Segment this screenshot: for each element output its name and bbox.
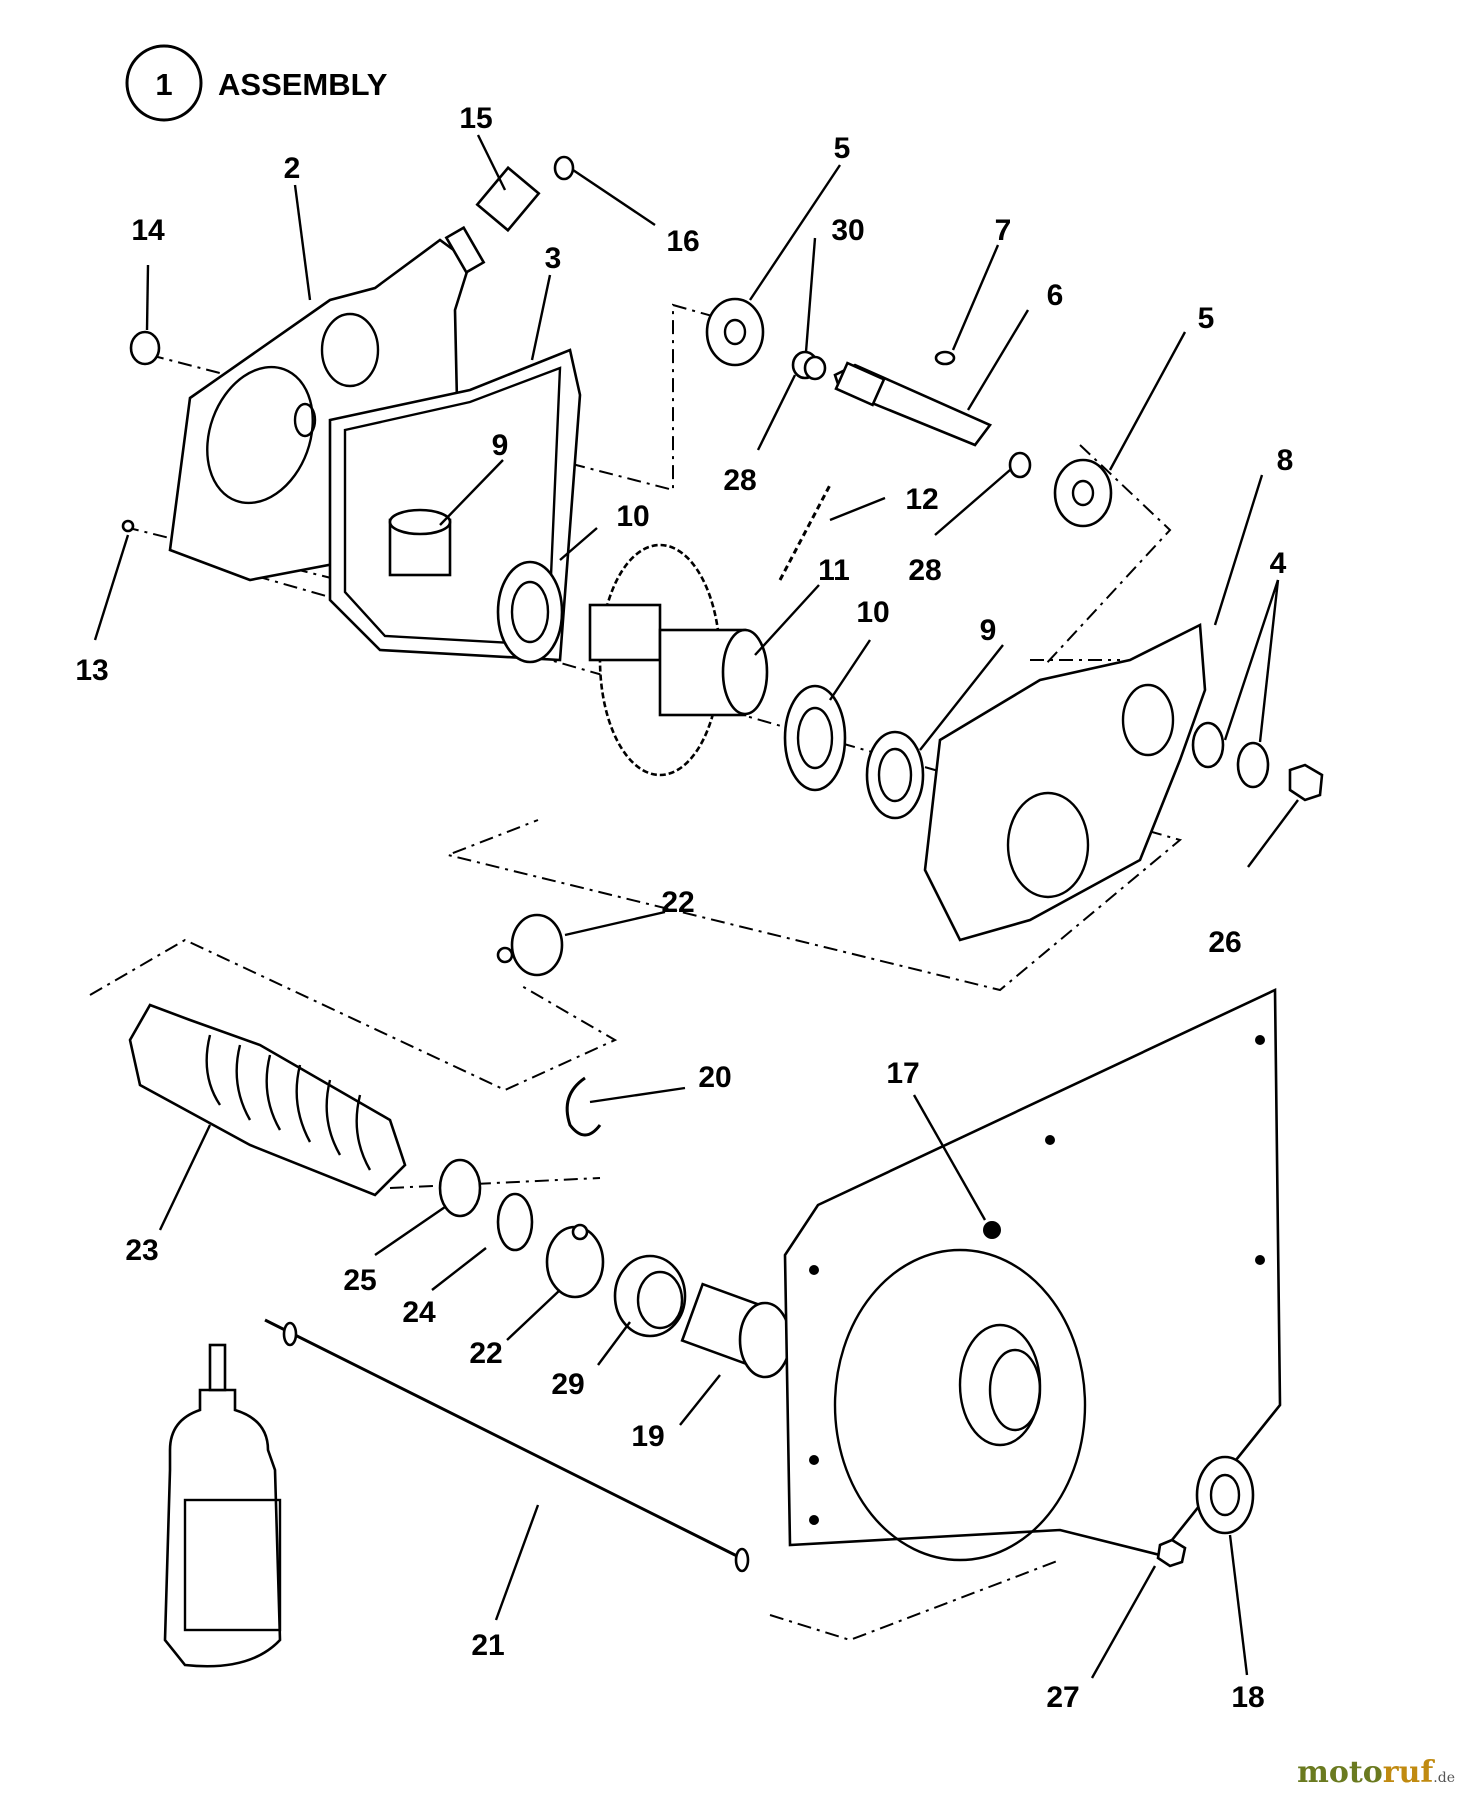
needle-bearing-right [865, 730, 925, 820]
callout-29: 29 [551, 1368, 584, 1401]
leader-lines [93, 134, 1299, 1679]
hose-clamp-lower [545, 1223, 605, 1299]
flat-washer-lower [496, 1192, 534, 1252]
ball-bearing-top [705, 297, 765, 367]
fill-hole-marker [983, 1221, 1001, 1239]
screw [121, 519, 135, 533]
keyed-washer [438, 1158, 482, 1218]
needle-bearing-left [388, 508, 452, 577]
callout-5-top: 5 [834, 132, 851, 165]
callout-12: 12 [905, 483, 938, 516]
callout-7: 7 [995, 214, 1012, 247]
callout-8: 8 [1277, 444, 1294, 477]
oil-seal-outer [1195, 1455, 1255, 1535]
callout-5-right: 5 [1198, 302, 1215, 335]
sprocket-gear [588, 543, 769, 777]
callout-9-right: 9 [980, 614, 997, 647]
ball-bearing-right [1053, 458, 1113, 528]
plug [129, 330, 161, 366]
callout-2: 2 [284, 152, 301, 185]
flat-washer-1 [1191, 721, 1225, 769]
assembly-header: 1 ASSEMBLY [125, 44, 388, 122]
callout-11: 11 [818, 554, 850, 587]
callout-19: 19 [631, 1420, 664, 1453]
hex-nut [1288, 763, 1324, 802]
callout-24: 24 [402, 1296, 436, 1329]
threaded-rod [264, 1318, 750, 1573]
gear-case-plate [783, 987, 1282, 1562]
assembly-number: 1 [155, 67, 172, 102]
callout-10-right: 10 [856, 596, 889, 629]
callout-labels: 2 3 4 5 5 6 7 8 9 9 10 10 11 12 13 14 15… [75, 102, 1293, 1714]
callout-10-left: 10 [616, 500, 649, 533]
flat-washer-2 [1236, 741, 1270, 789]
callout-26: 26 [1208, 926, 1241, 959]
callout-6: 6 [1047, 279, 1064, 312]
callout-23: 23 [125, 1234, 158, 1267]
oil-seal-left [496, 560, 564, 664]
callout-22-lower: 22 [469, 1337, 502, 1370]
worm-gear [778, 484, 832, 581]
callout-25: 25 [343, 1264, 376, 1297]
callout-28-right: 28 [908, 554, 941, 587]
woodruff-key [934, 350, 956, 366]
callout-18: 18 [1231, 1681, 1264, 1714]
callout-9-left: 9 [492, 429, 509, 462]
lubricant-bottle [163, 1343, 282, 1668]
retaining-ring [565, 1076, 602, 1137]
flange-bushing [613, 1254, 687, 1338]
nut [1156, 1538, 1187, 1568]
callout-22-upper: 22 [661, 886, 694, 919]
callout-28-left: 28 [723, 464, 756, 497]
callout-15: 15 [459, 102, 492, 135]
callout-13: 13 [75, 654, 108, 687]
watermark-logo: motoruf.de [1297, 1755, 1455, 1790]
callout-27: 27 [1046, 1681, 1079, 1714]
callout-20: 20 [698, 1061, 731, 1094]
small-washer [553, 155, 575, 181]
thrust-washer-right [1008, 451, 1032, 479]
callout-21: 21 [471, 1629, 504, 1662]
rubber-boot [128, 1003, 407, 1197]
spacer-tube [475, 165, 541, 233]
callout-30: 30 [831, 214, 864, 247]
callout-4: 4 [1270, 547, 1287, 580]
housing-plate-right [923, 622, 1207, 942]
assembly-title: ASSEMBLY [218, 67, 388, 102]
assembly-number-circle [125, 44, 203, 122]
callout-14: 14 [131, 214, 165, 247]
callout-3: 3 [545, 242, 562, 275]
oil-seal-right [783, 684, 847, 792]
coupling [680, 1282, 792, 1379]
callout-16: 16 [666, 225, 699, 258]
hose-clamp-upper [496, 913, 564, 977]
callout-17: 17 [886, 1057, 919, 1090]
worm-shaft [833, 361, 993, 447]
thrust-washer-2 [803, 355, 827, 381]
